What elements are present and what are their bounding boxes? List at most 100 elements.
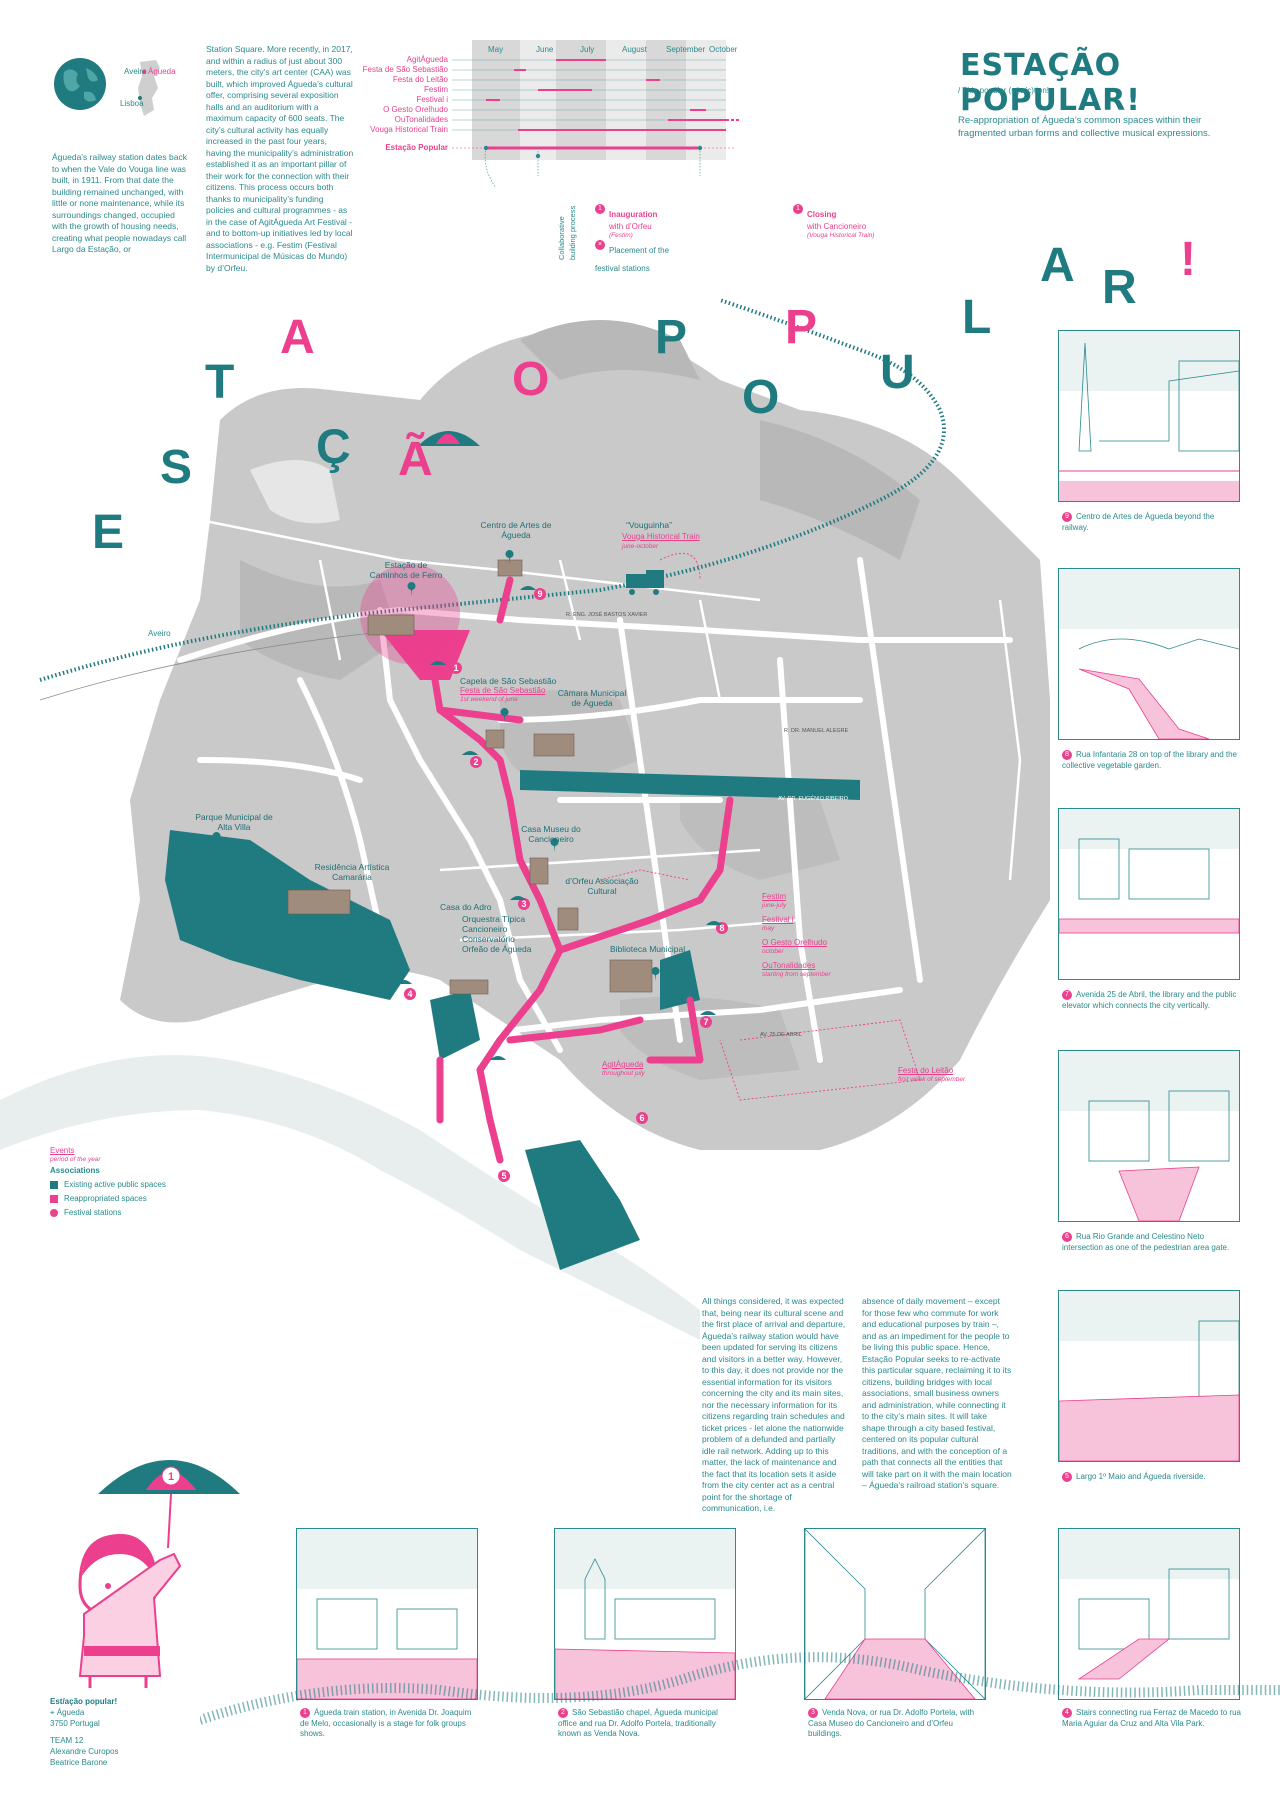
locator-lisboa: Lisboa <box>120 99 144 108</box>
sketch-frame-7 <box>1058 808 1240 980</box>
sketch-3-drawing <box>805 1529 985 1699</box>
footer-postcode: 3750 Portugal <box>50 1719 100 1728</box>
map-label-festa-leitao-date: first week of september <box>898 1076 966 1083</box>
sketch-8-drawing <box>1059 569 1239 739</box>
footer: Est/ação popular! ⌖ Águeda 3750 Portugal… <box>50 1696 250 1768</box>
map-label-station: Estação de Caminhos de Ferro <box>369 560 443 580</box>
event-agitagueda: AgitÁgueda <box>406 55 448 64</box>
legend-swatch-stations <box>50 1208 58 1217</box>
big-letter-a: A <box>280 311 315 364</box>
inauguration-marker: 1 <box>595 204 605 214</box>
closing-marker: 1 <box>793 204 803 214</box>
map-label-festa-leitao: Festa do Leitão <box>898 1066 954 1075</box>
map-label-outonalidades-date: starting from september <box>762 971 831 978</box>
map-label-aveiro: Aveiro <box>148 629 171 638</box>
sketch-9-drawing <box>1059 331 1239 501</box>
footer-city: Águeda <box>56 1708 85 1717</box>
svg-text:8: 8 <box>719 923 724 933</box>
map-label-vouguinha: “Vouguinha” <box>626 520 672 530</box>
big-letter-a2: Ã <box>398 433 433 486</box>
legend: Events period of the year Associations E… <box>50 1146 190 1218</box>
umbrella-girl-mascot: 1 <box>78 1460 240 1688</box>
big-letter-s: S <box>160 441 193 494</box>
map-label-biblioteca: Biblioteca Municipal <box>610 944 686 954</box>
legend-swatch-reappropriated <box>50 1194 58 1203</box>
map-label-festa-sebastiao-date: 1st weekend of june <box>460 696 518 703</box>
sketch-frame-4 <box>1058 1528 1240 1700</box>
note-inauguration-sub2: (Festim) <box>609 232 633 239</box>
sketch-frame-8 <box>1058 568 1240 740</box>
big-letter-t: T <box>205 356 235 409</box>
big-letter-p: P <box>655 311 688 364</box>
svg-text:1: 1 <box>453 663 458 673</box>
timeline-chart <box>452 40 740 189</box>
intro-text-2: Station Square. More recently, in 2017, … <box>206 44 354 273</box>
caption-4-text: Stairs connecting rua Ferraz de Macedo t… <box>1062 1708 1241 1728</box>
sketch-7-drawing <box>1059 809 1239 979</box>
map-label-festim: Festim <box>762 892 786 901</box>
big-letter-e: E <box>92 506 125 559</box>
caption-8-text: Rua Infantaria 28 on top of the library … <box>1062 750 1237 770</box>
big-letter-l: L <box>962 291 992 344</box>
sketch-6-drawing <box>1059 1051 1239 1221</box>
caption-6-text: Rua Rio Grande and Celestino Neto inters… <box>1062 1232 1230 1252</box>
sketch-frame-6 <box>1058 1050 1240 1222</box>
month-september: September <box>666 45 706 54</box>
legend-stations: Festival stations <box>64 1208 122 1217</box>
svg-text:3: 3 <box>521 899 526 909</box>
footer-author-1: Alexandre Curopos <box>50 1747 119 1756</box>
sketch-frame-3 <box>804 1528 986 1700</box>
intro-text-1: Águeda’s railway station dates back to w… <box>52 152 187 254</box>
svg-text:6: 6 <box>639 1113 644 1123</box>
globe-icon <box>54 58 106 110</box>
footer-author-2: Beatrice Barone <box>50 1758 108 1767</box>
big-letter-exclamation: ! <box>1180 233 1196 286</box>
sketch-frame-5 <box>1058 1290 1240 1462</box>
caption-3-text: Venda Nova, or rua Dr. Adolfo Portela, w… <box>808 1708 975 1738</box>
big-letter-p2: P <box>785 301 818 354</box>
placement-marker-icon: × <box>595 240 605 250</box>
map-label-casa-museu: Casa Museu do Cancioneiro <box>521 824 581 844</box>
body-text-1: All things considered, it was expected t… <box>702 1296 846 1513</box>
map-label-vouga-dates: june-october <box>622 543 659 550</box>
svg-text:4: 4 <box>407 989 412 999</box>
svg-text:9: 9 <box>537 589 542 599</box>
street-eugenio-ribeiro: AV. DR. EUGÉNIO RIBEIRO <box>778 796 848 802</box>
event-festa-sebastiao: Festa de São Sebastião <box>362 65 448 74</box>
caption-4-number: 4 <box>1062 1708 1072 1718</box>
month-june: June <box>536 45 554 54</box>
svg-text:7: 7 <box>703 1017 708 1027</box>
legend-existing: Existing active public spaces <box>64 1180 166 1189</box>
mascot-number: 1 <box>168 1471 174 1483</box>
caption-2-number: 2 <box>558 1708 568 1718</box>
month-august: August <box>622 45 647 54</box>
caption-9-text: Centro de Artes de Águeda beyond the rai… <box>1062 512 1215 532</box>
svg-text:5: 5 <box>501 1171 506 1181</box>
map-label-caa: Centro de Artes de Águeda <box>480 520 552 540</box>
city-map: 1 2 3 4 5 6 7 8 9 <box>0 298 1050 1340</box>
event-festival-i: Festival i <box>416 95 448 104</box>
map-label-casa-adro: Casa do Adro <box>440 902 492 912</box>
map-label-festival-i-date: may <box>762 925 775 932</box>
map-label-capela: Capela de São Sebastião <box>460 676 557 686</box>
map-label-casa-adro-sub: Orquestra Típica Cancioneiro Conservatór… <box>462 914 532 954</box>
locator-aveiro: Aveiro <box>124 67 147 76</box>
page-title: ESTAÇÃO POPULAR! <box>960 48 1141 118</box>
footer-team: TEAM 12 <box>50 1736 84 1745</box>
note-placement: Placement of the festival stations <box>595 246 670 273</box>
big-letter-a3: A <box>1040 239 1075 292</box>
street-manuel-alegre: R. DR. MANUEL ALEGRE <box>784 728 849 734</box>
map-label-residencia: Residência Artística Camarária <box>314 862 390 882</box>
caption-8-number: 8 <box>1062 750 1072 760</box>
sketch-frame-2 <box>554 1528 736 1700</box>
svg-text:2: 2 <box>473 757 478 767</box>
map-label-vouga-train: Vouga Historical Train <box>622 532 700 541</box>
big-letter-r: R <box>1102 261 1137 314</box>
caption-7-number: 7 <box>1062 990 1072 1000</box>
caption-9-number: 9 <box>1062 512 1072 522</box>
portugal-map-icon <box>138 60 160 116</box>
sketch-2-drawing <box>555 1529 735 1699</box>
train-icon <box>626 570 664 595</box>
caption-7-text: Avenida 25 de Abril, the library and the… <box>1062 990 1237 1010</box>
event-vouga-train: Vouga Historical Train <box>370 125 448 134</box>
